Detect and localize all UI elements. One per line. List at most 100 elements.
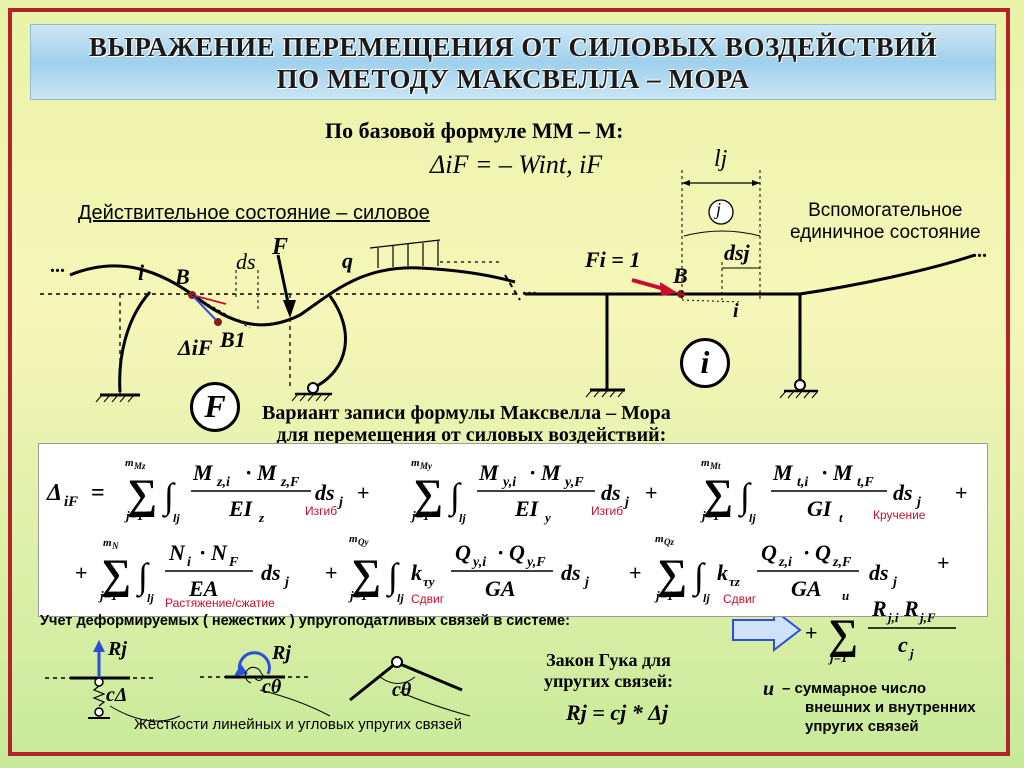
svg-text:t,F: t,F: [857, 475, 874, 490]
svg-text:GA: GA: [791, 576, 822, 601]
svg-text:M: M: [540, 460, 562, 485]
label-B: B: [175, 264, 190, 289]
svg-text:j: j: [283, 575, 289, 590]
svg-text:·: ·: [199, 540, 206, 565]
svg-text:j=1: j=1: [410, 508, 430, 523]
svg-text:lj: lj: [703, 591, 710, 605]
svg-text:N: N: [210, 540, 228, 565]
svg-text:∑: ∑: [413, 472, 443, 518]
hooke-law: Закон Гука для упругих связей:: [544, 650, 673, 692]
svg-text:ds: ds: [315, 480, 335, 505]
svg-text:N: N: [111, 541, 119, 551]
svg-text:∫: ∫: [386, 556, 400, 598]
springs-arrow: [732, 607, 802, 653]
svg-text:Mz: Mz: [133, 461, 146, 471]
svg-text:m: m: [349, 533, 358, 545]
note-axial: Растяжение/сжатие: [165, 596, 275, 610]
linear-spring: [92, 685, 106, 707]
label-B1: B1: [220, 327, 246, 352]
svg-text:t: t: [839, 510, 843, 525]
svg-text:ds: ds: [561, 560, 581, 585]
svg-text:j: j: [891, 575, 897, 590]
angular-joint-right: [399, 662, 463, 692]
label-Fi: Fi = 1: [585, 247, 641, 272]
left-support-hatch: [95, 394, 135, 403]
svg-text:+: +: [805, 620, 818, 645]
svg-text:m: m: [125, 457, 134, 469]
label-c-theta-1: cθ: [262, 676, 282, 698]
svg-text:+: +: [645, 480, 658, 505]
label-ds: ds: [236, 249, 256, 274]
svg-text:z,F: z,F: [832, 555, 852, 570]
svg-text:j=1: j=1: [654, 588, 674, 603]
state-i-badge: i: [680, 338, 730, 388]
svg-text:m: m: [655, 533, 664, 545]
title-line-1: ВЫРАЖЕНИЕ ПЕРЕМЕЩЕНИЯ ОТ СИЛОВЫХ ВОЗДЕЙС…: [88, 32, 938, 62]
svg-text:y: y: [543, 510, 551, 525]
svg-text:R: R: [903, 596, 919, 621]
distributed-load-q: [369, 239, 441, 268]
svg-text:∑: ∑: [828, 612, 858, 658]
label-c-delta: cΔ: [106, 684, 128, 706]
svg-text:y,F: y,F: [563, 475, 584, 490]
svg-text:∑: ∑: [127, 472, 157, 518]
svg-text:lj: lj: [459, 511, 466, 525]
slide-frame: [8, 8, 1010, 756]
svg-text:z: z: [258, 510, 265, 525]
svg-text:ds: ds: [893, 480, 913, 505]
svg-text:j,i: j,i: [886, 610, 899, 625]
displacement-component: [191, 294, 227, 305]
svg-text:∫: ∫: [448, 476, 462, 518]
note-bend-1: Изгиб: [305, 504, 338, 518]
note-bend-2: Изгиб: [591, 504, 624, 518]
state-F-badge: F: [190, 382, 240, 432]
svg-text:iF: iF: [64, 494, 78, 510]
svg-text:Mt: Mt: [709, 461, 721, 471]
real-state-caption: Действительное состояние – силовое: [78, 202, 430, 224]
label-lj: lj: [714, 146, 728, 172]
svg-text:j: j: [908, 646, 914, 661]
svg-text:Qz: Qz: [664, 537, 674, 547]
label-delta-iF: ΔiF: [178, 335, 213, 360]
svg-text:EI: EI: [514, 496, 540, 521]
svg-text:Q: Q: [761, 540, 777, 565]
svg-text:j: j: [915, 495, 921, 510]
u-desc-3: упругих связей: [805, 718, 919, 735]
label-q: q: [342, 248, 353, 273]
mid-column-deformed: [312, 295, 347, 390]
svg-text:∫: ∫: [162, 476, 176, 518]
unit-beam-right: [799, 253, 976, 296]
svg-text:·: ·: [529, 460, 536, 485]
svg-text:·: ·: [497, 540, 504, 565]
svg-text:y,i: y,i: [501, 475, 516, 490]
svg-text:N: N: [168, 540, 186, 565]
base-formula: ΔiF = – Wint, iF: [430, 150, 603, 179]
unit-state-caption: Вспомогательное единичное состояние: [790, 200, 981, 244]
svg-text:z,i: z,i: [778, 555, 792, 570]
svg-text:·: ·: [803, 540, 810, 565]
svg-text:∫: ∫: [136, 556, 150, 598]
svg-text:j: j: [623, 495, 629, 510]
svg-text:y,i: y,i: [471, 555, 486, 570]
label-c-theta-2: cθ: [392, 679, 412, 701]
svg-text:My: My: [419, 461, 433, 471]
f-delta: Δ: [46, 480, 62, 506]
angular-joint-left: [349, 662, 396, 702]
svg-text:GA: GA: [485, 576, 516, 601]
svg-text:+: +: [629, 560, 642, 585]
svg-text:lj: lj: [173, 511, 180, 525]
svg-text:=: =: [91, 480, 105, 506]
svg-text:m: m: [103, 537, 112, 549]
label-Rj-linear: Rj: [108, 638, 127, 660]
deformed-beam: [69, 264, 516, 327]
hooke-line1: Закон Гука для: [546, 650, 671, 670]
svg-text:τz: τz: [729, 574, 741, 589]
svg-text:GI: GI: [807, 496, 833, 521]
svg-text:j=1: j=1: [828, 650, 848, 665]
svg-text:j=1: j=1: [98, 588, 118, 603]
svg-text:M: M: [772, 460, 794, 485]
label-i-right: i: [733, 300, 739, 322]
label-dsj: dsj: [724, 240, 750, 265]
